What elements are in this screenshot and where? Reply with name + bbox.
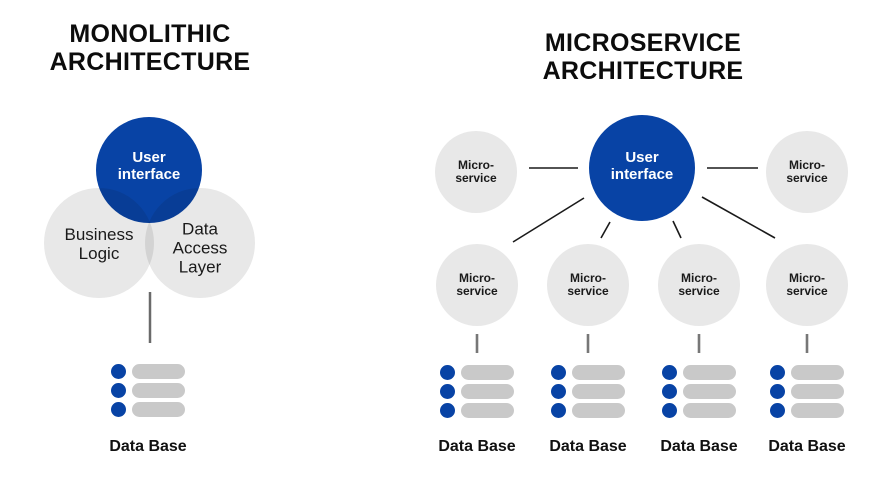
business-logic-label: Business Logic [64,225,134,263]
database-icon [440,365,514,418]
database-bar-icon [461,384,514,399]
database-dot-icon [770,365,785,380]
data-access-layer-label: Data Access Layer [172,219,228,277]
database-dot-icon [111,364,126,379]
database-bar-icon [461,403,514,418]
microservice-label-bottom-2: Micro- service [567,271,609,298]
database-row [770,403,844,418]
monolithic-title: MONOLITHIC ARCHITECTURE [49,20,251,76]
database-dot-icon [111,383,126,398]
database-bar-icon [461,365,514,380]
hub-bottom-service-connector-line-1 [512,197,585,243]
database-icon [111,364,185,417]
database-bar-icon [683,365,736,380]
database-row [662,403,736,418]
database-bar-icon [572,384,625,399]
database-label: Data Base [438,438,516,455]
hub-bottom-service-connector-line-2 [600,221,611,239]
database-dot-icon [770,403,785,418]
microservice-label-bottom-4: Micro- service [786,271,828,298]
database-dot-icon [551,365,566,380]
microservice-circle-bottom-3 [658,244,740,326]
microservice-label-bottom-1: Micro- service [456,271,498,298]
database-row [111,364,185,379]
database-bar-icon [791,384,844,399]
database-bar-icon [683,403,736,418]
database-bar-icon [683,384,736,399]
database-bar-icon [132,364,185,379]
hub-user-interface-label: User interface [610,149,674,183]
database-dot-icon [440,365,455,380]
database-dot-icon [551,384,566,399]
database-row [440,365,514,380]
hub-user-interface-circle [589,115,695,221]
database-dot-icon [662,403,677,418]
database-dot-icon [662,384,677,399]
database-row [770,365,844,380]
database-dot-icon [440,403,455,418]
database-dot-icon [770,384,785,399]
database-row [551,365,625,380]
database-row [440,384,514,399]
database-label: Data Base [768,438,846,455]
database-label: Data Base [660,438,738,455]
database-dot-icon [662,365,677,380]
database-label: Data Base [549,438,627,455]
database-icon [770,365,844,418]
database-row [662,384,736,399]
microservice-label-bottom-3: Micro- service [678,271,720,298]
hub-bottom-service-connector-line-3 [672,220,682,239]
microservice-circle-bottom-2 [547,244,629,326]
microservice-circle-bottom-4 [766,244,848,326]
database-row [662,365,736,380]
microservice-label-top-left: Micro- service [455,158,497,185]
database-row [111,383,185,398]
database-dot-icon [111,402,126,417]
user-interface-circle [96,117,202,223]
microservice-circle-top-right [766,131,848,213]
database-bar-icon [572,403,625,418]
microservice-circle-top-left [435,131,517,213]
microservice-label-top-right: Micro- service [786,158,828,185]
microservice-title: MICROSERVICE ARCHITECTURE [542,29,744,85]
database-row [111,402,185,417]
database-bar-icon [572,365,625,380]
database-bar-icon [791,403,844,418]
user-interface-label: User interface [117,149,181,183]
database-dot-icon [551,403,566,418]
database-row [551,384,625,399]
database-dot-icon [440,384,455,399]
hub-bottom-service-connector-line-4 [701,196,776,239]
database-row [440,403,514,418]
database-icon [662,365,736,418]
database-bar-icon [132,402,185,417]
database-row [770,384,844,399]
database-bar-icon [791,365,844,380]
database-icon [551,365,625,418]
database-label: Data Base [109,438,187,455]
database-row [551,403,625,418]
microservice-circle-bottom-1 [436,244,518,326]
database-bar-icon [132,383,185,398]
